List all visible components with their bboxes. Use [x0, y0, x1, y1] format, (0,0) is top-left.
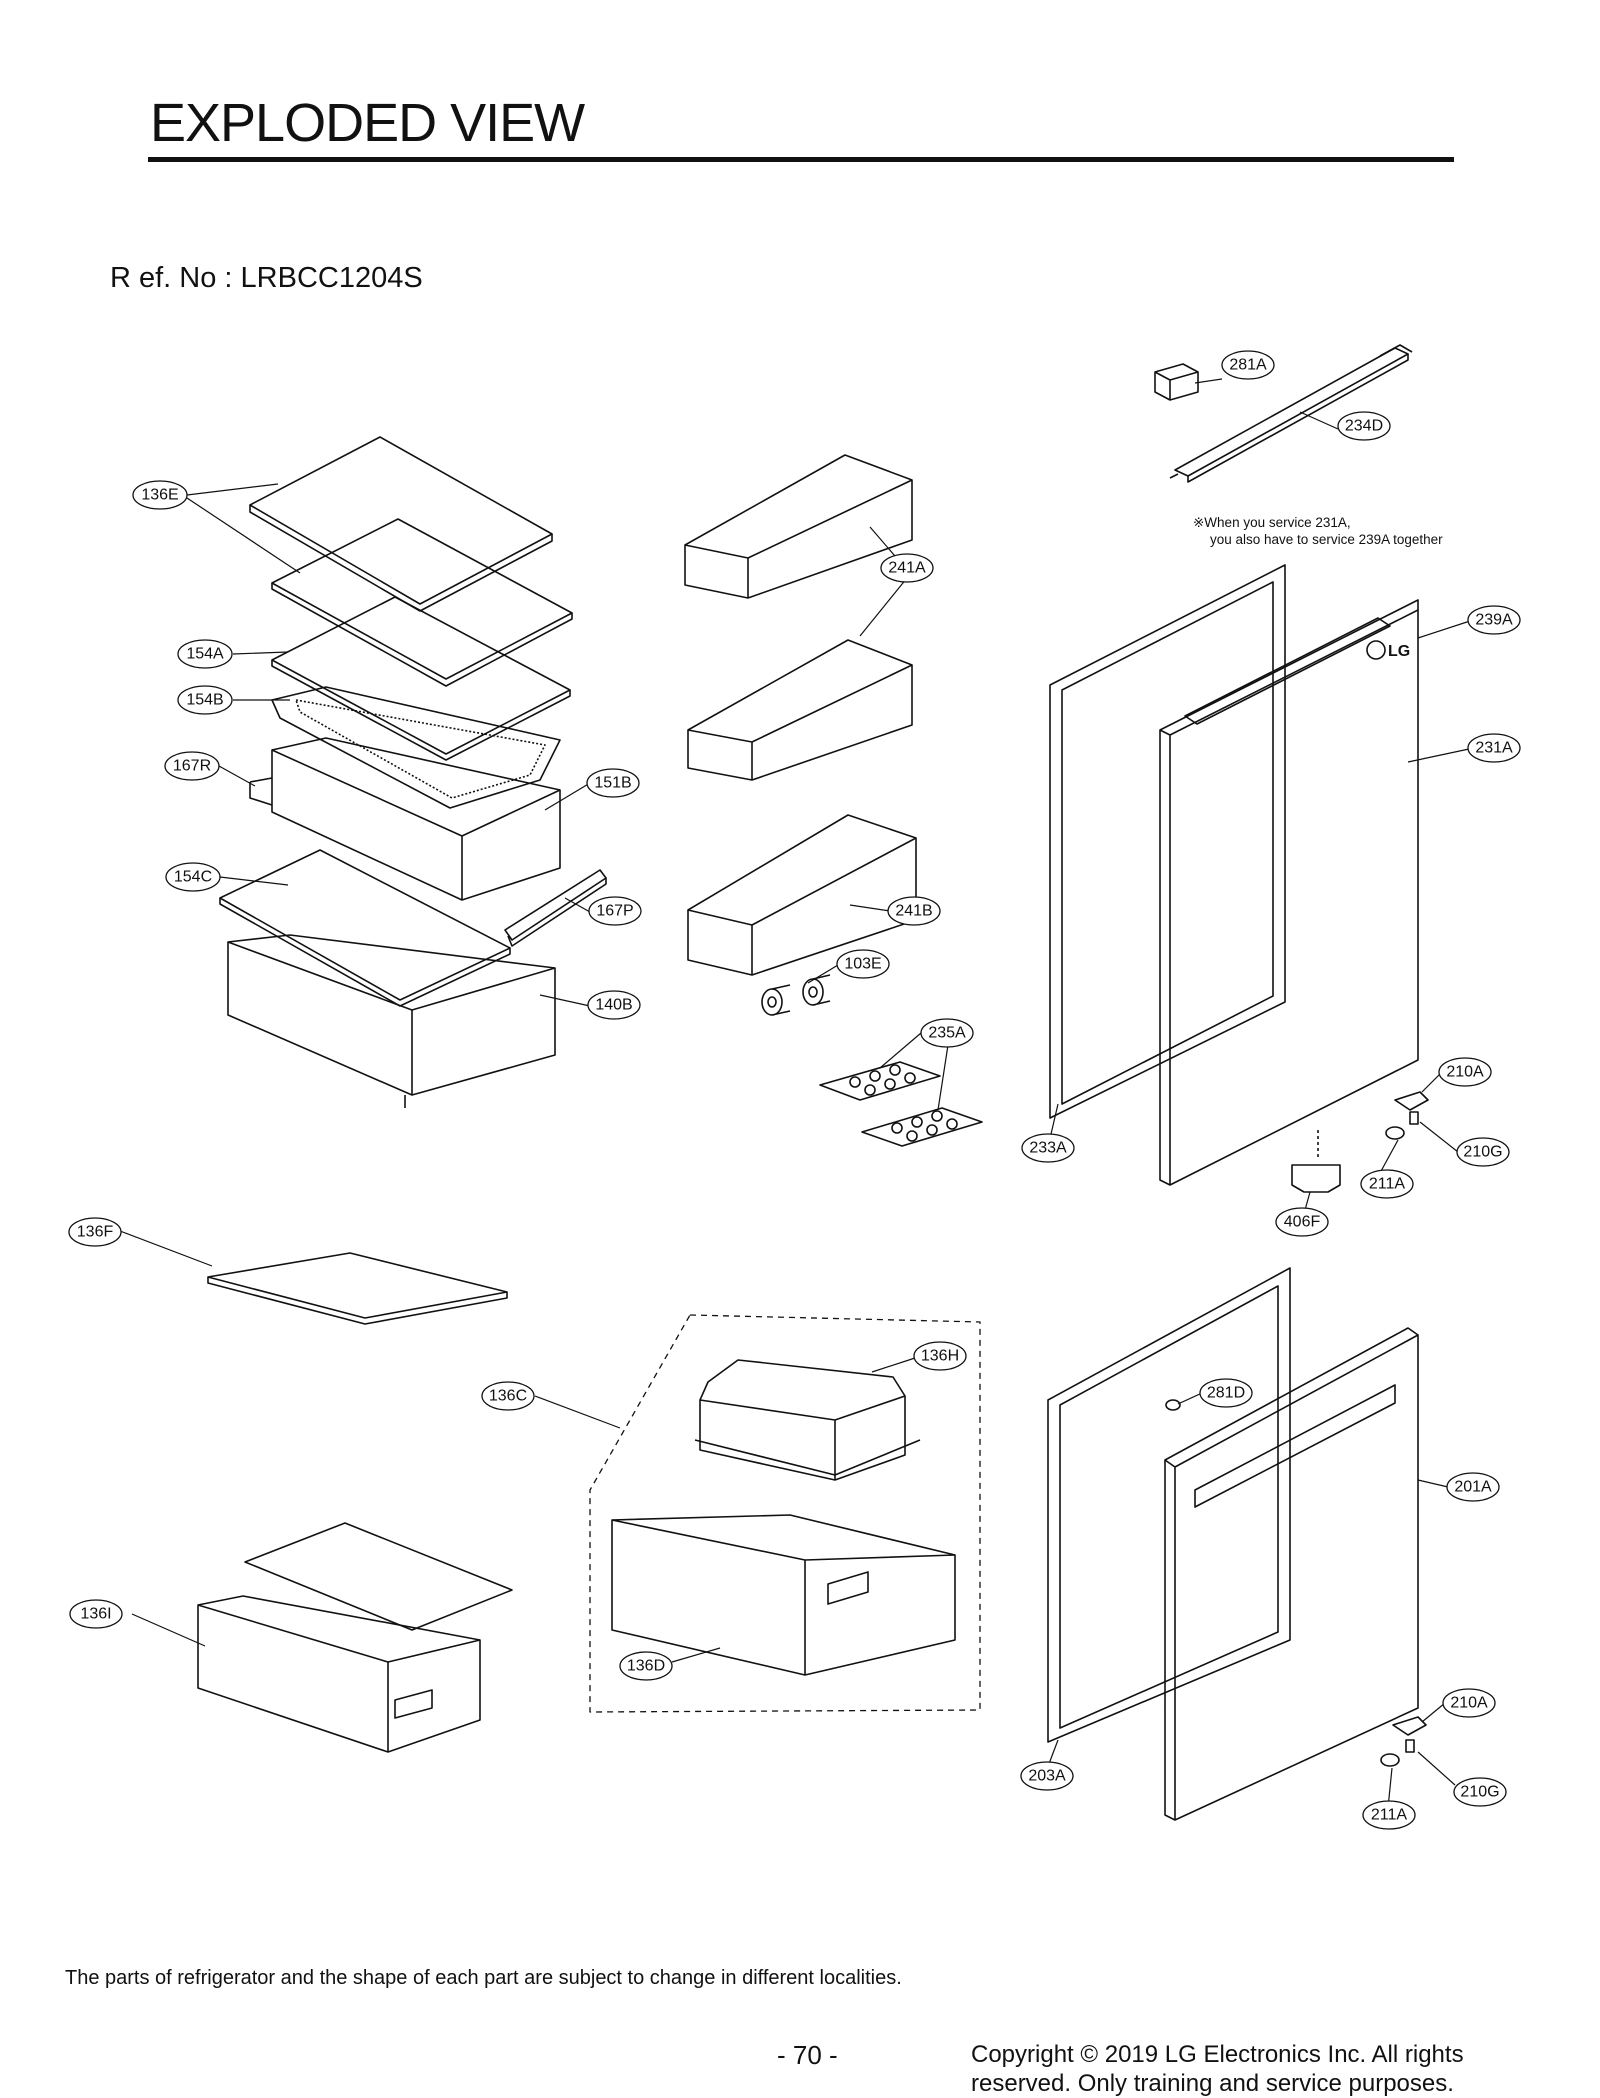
callout-136I: 136I — [80, 1606, 111, 1623]
callout-136F: 136F — [77, 1224, 114, 1241]
callout-241A: 241A — [888, 560, 926, 577]
part-136E-shelf-lower — [271, 518, 573, 687]
callout-167P: 167P — [596, 903, 633, 920]
part-154A-cover — [271, 596, 571, 761]
part-140B-drawer — [227, 934, 556, 1108]
part-234D-cover — [1169, 344, 1413, 483]
part-406F-bracket — [1291, 1130, 1341, 1193]
part-231A-door — [1159, 599, 1419, 1186]
callout-281A: 281A — [1229, 357, 1267, 374]
part-239A-cap — [1184, 617, 1391, 725]
disclaimer-text: The parts of refrigerator and the shape … — [65, 1967, 902, 1989]
part-167P-rail — [504, 869, 607, 947]
callout-201A: 201A — [1454, 1479, 1492, 1496]
part-136E-shelf-upper — [249, 436, 553, 612]
part-136I-cover — [244, 1522, 513, 1631]
part-136F-shelf — [207, 1252, 508, 1325]
callout-136E: 136E — [141, 487, 178, 504]
callout-167R: 167R — [173, 758, 211, 775]
part-151B-crisper — [249, 737, 561, 901]
callout-136C: 136C — [489, 1388, 527, 1405]
callout-211A-lower: 211A — [1371, 1807, 1408, 1824]
page-title: EXPLODED VIEW — [150, 93, 585, 153]
model-reference: R ef. No : LRBCC1204S — [110, 262, 423, 294]
title-underline — [148, 157, 1454, 162]
part-233A-gasket — [1049, 564, 1286, 1119]
callout-154B: 154B — [186, 692, 223, 709]
part-203A-gasket — [1047, 1267, 1291, 1743]
part-281D-stopper — [1165, 1399, 1181, 1411]
callout-231A: 231A — [1475, 740, 1513, 757]
lg-logo-text: LG — [1388, 643, 1410, 660]
part-210G-pin-upper — [1409, 1111, 1419, 1125]
callout-233A: 233A — [1029, 1140, 1067, 1157]
callout-239A: 239A — [1475, 612, 1513, 629]
callout-210A: 210A — [1446, 1064, 1484, 1081]
part-241A-bin-lower — [687, 639, 913, 781]
callout-154C: 154C — [174, 869, 212, 886]
part-154C-cover — [219, 849, 511, 1007]
part-136C-group-outline — [589, 1314, 981, 1713]
callout-281D: 281D — [1207, 1385, 1245, 1402]
part-103E-rollers — [761, 974, 831, 1016]
callout-241B: 241B — [895, 903, 932, 920]
callout-210A-lower: 210A — [1450, 1695, 1488, 1712]
page-number: - 70 - — [777, 2040, 838, 2070]
leader-lines — [119, 378, 1471, 1809]
service-note-line2: you also have to service 239A together — [1210, 532, 1443, 547]
copyright-notice: Copyright © 2019 LG Electronics Inc. All… — [971, 2040, 1531, 2098]
callout-234D: 234D — [1345, 418, 1383, 435]
service-note-line1: ※When you service 231A, — [1193, 515, 1351, 530]
part-241A-bin-upper — [684, 454, 913, 599]
callout-labels: 281A 234D 136E 241A 239A 154A 154B 231A … — [77, 357, 1513, 1824]
part-211A-washer-lower — [1380, 1753, 1400, 1767]
part-281A-box — [1154, 363, 1199, 401]
callout-154A: 154A — [186, 646, 224, 663]
callout-136H: 136H — [921, 1348, 959, 1365]
part-154B-tray — [271, 686, 561, 809]
part-210A-hinge-lower — [1392, 1716, 1427, 1736]
callout-210G: 210G — [1463, 1144, 1502, 1161]
part-201A-door — [1164, 1327, 1419, 1821]
callout-203A: 203A — [1028, 1768, 1066, 1785]
part-211A-washer-upper — [1385, 1126, 1405, 1140]
callout-235A: 235A — [928, 1025, 966, 1042]
callout-406F: 406F — [1284, 1214, 1321, 1231]
callout-103E: 103E — [844, 956, 881, 973]
part-136D-drawer — [611, 1514, 956, 1676]
callout-211A: 211A — [1369, 1176, 1406, 1193]
part-210A-hinge-upper — [1394, 1091, 1429, 1111]
copyright-line1: Copyright © 2019 LG Electronics Inc. All… — [971, 2041, 1464, 2068]
callout-bubbles — [68, 350, 1521, 1830]
part-241B-bin — [687, 814, 917, 976]
part-210G-pin-lower — [1405, 1739, 1415, 1753]
part-136H-box — [694, 1359, 921, 1481]
callout-151B: 151B — [594, 775, 631, 792]
part-235A-egg-trays — [819, 1061, 983, 1147]
callout-136D: 136D — [627, 1658, 665, 1675]
callout-140B: 140B — [595, 997, 632, 1014]
callout-210G-lower: 210G — [1460, 1784, 1499, 1801]
part-136I-crisper — [197, 1595, 481, 1753]
lg-logo-icon — [1366, 640, 1386, 660]
